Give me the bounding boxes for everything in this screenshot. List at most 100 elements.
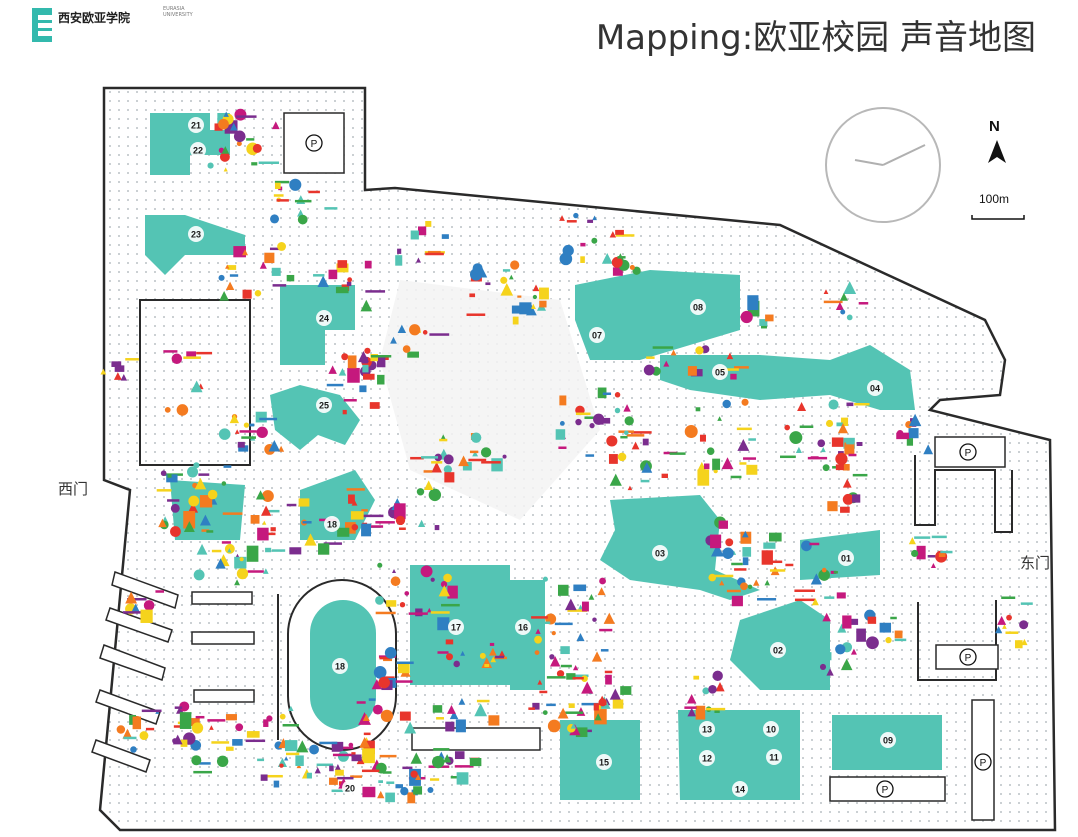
sound-glyph — [237, 441, 245, 448]
sound-glyph — [362, 786, 376, 798]
sound-glyph — [739, 462, 747, 465]
building-numbers: 0102030405070809101112131415161718182021… — [188, 117, 896, 797]
sound-glyph — [199, 495, 213, 508]
sound-glyph — [597, 587, 606, 596]
sound-glyph — [224, 543, 235, 554]
sound-glyph — [879, 622, 892, 633]
sound-glyph — [885, 637, 892, 644]
sound-glyph — [362, 364, 369, 373]
sound-glyph — [468, 458, 487, 462]
sound-glyph — [568, 703, 575, 708]
sound-glyph — [218, 428, 231, 440]
sound-glyph — [741, 398, 749, 406]
sound-glyph — [704, 463, 710, 470]
sound-glyph — [846, 314, 853, 321]
sound-glyph — [652, 346, 674, 349]
sound-glyph — [469, 450, 479, 454]
sound-glyph — [432, 755, 445, 769]
sound-glyph — [407, 792, 416, 804]
sound-glyph — [558, 446, 567, 450]
sound-glyph — [469, 293, 476, 298]
sound-glyph — [250, 515, 260, 524]
sound-glyph — [318, 543, 330, 555]
sound-glyph — [363, 732, 371, 736]
sound-glyph — [337, 260, 348, 268]
sound-glyph — [850, 648, 857, 655]
sound-glyph — [466, 313, 486, 316]
building-number: 05 — [715, 368, 725, 378]
sound-glyph — [606, 435, 618, 447]
sound-glyph — [1019, 620, 1029, 630]
sound-glyph — [807, 456, 828, 460]
sound-glyph — [852, 494, 861, 503]
sound-glyph — [848, 453, 857, 457]
sound-glyph — [687, 707, 697, 717]
sound-glyph — [246, 731, 260, 738]
sound-glyph — [626, 434, 645, 437]
sound-glyph — [415, 608, 423, 617]
building-number-badge — [324, 516, 340, 532]
sound-glyph — [395, 255, 403, 266]
sound-glyph — [359, 736, 371, 748]
building-number-badge — [766, 749, 782, 765]
sound-glyph — [840, 506, 850, 513]
sound-glyph — [191, 722, 204, 734]
sound-glyph — [585, 454, 595, 457]
sound-glyph — [207, 489, 218, 500]
sound-glyph — [390, 336, 397, 344]
sound-glyph — [512, 316, 519, 325]
sound-glyph — [726, 589, 741, 593]
sound-glyph — [286, 503, 297, 507]
sound-glyph — [536, 621, 551, 625]
sound-glyph — [362, 514, 384, 518]
sound-glyph — [313, 274, 325, 277]
sound-glyph — [447, 704, 456, 714]
sound-glyph — [500, 282, 514, 296]
sound-glyph — [431, 461, 443, 464]
sound-glyph — [266, 774, 283, 778]
sound-glyph — [156, 489, 172, 492]
sound-glyph — [289, 547, 302, 555]
sound-glyph — [594, 713, 602, 721]
sound-glyph — [196, 351, 213, 355]
sound-glyph — [768, 532, 782, 542]
sound-glyph — [361, 769, 380, 773]
sound-glyph — [609, 473, 622, 486]
sound-glyph — [191, 755, 202, 766]
sound-glyph — [421, 456, 439, 459]
sound-glyph — [938, 553, 946, 558]
sound-glyph — [346, 281, 352, 287]
sound-glyph — [817, 439, 826, 448]
sound-glyph — [391, 568, 397, 574]
sound-glyph — [819, 663, 827, 670]
sound-glyph — [581, 601, 589, 612]
building-number-badge — [589, 327, 605, 343]
sound-glyph — [730, 475, 742, 479]
sound-glyph — [276, 199, 289, 202]
sound-glyph — [324, 207, 338, 210]
sound-glyph — [317, 275, 329, 288]
sound-glyph — [717, 416, 722, 421]
building-number-badge — [763, 721, 779, 737]
building-number-badge — [188, 117, 204, 133]
building-number-badge — [332, 658, 348, 674]
sound-glyph — [236, 141, 242, 147]
sound-glyph — [571, 674, 589, 678]
sound-glyph — [695, 705, 706, 720]
sound-glyph — [830, 570, 837, 574]
sound-glyph — [215, 558, 226, 569]
sound-glyph — [442, 754, 452, 763]
sound-glyph — [371, 678, 382, 690]
sound-glyph — [235, 115, 257, 118]
sound-glyph — [445, 639, 454, 645]
sound-glyph — [822, 658, 829, 666]
sound-glyph — [661, 473, 668, 479]
sound-glyph — [823, 300, 843, 304]
east-gate-wall — [914, 455, 1013, 533]
sound-glyph — [835, 644, 846, 655]
sound-glyph — [489, 642, 495, 646]
sound-glyph — [821, 567, 827, 573]
sound-glyph — [360, 299, 373, 312]
sound-glyph — [718, 520, 728, 529]
